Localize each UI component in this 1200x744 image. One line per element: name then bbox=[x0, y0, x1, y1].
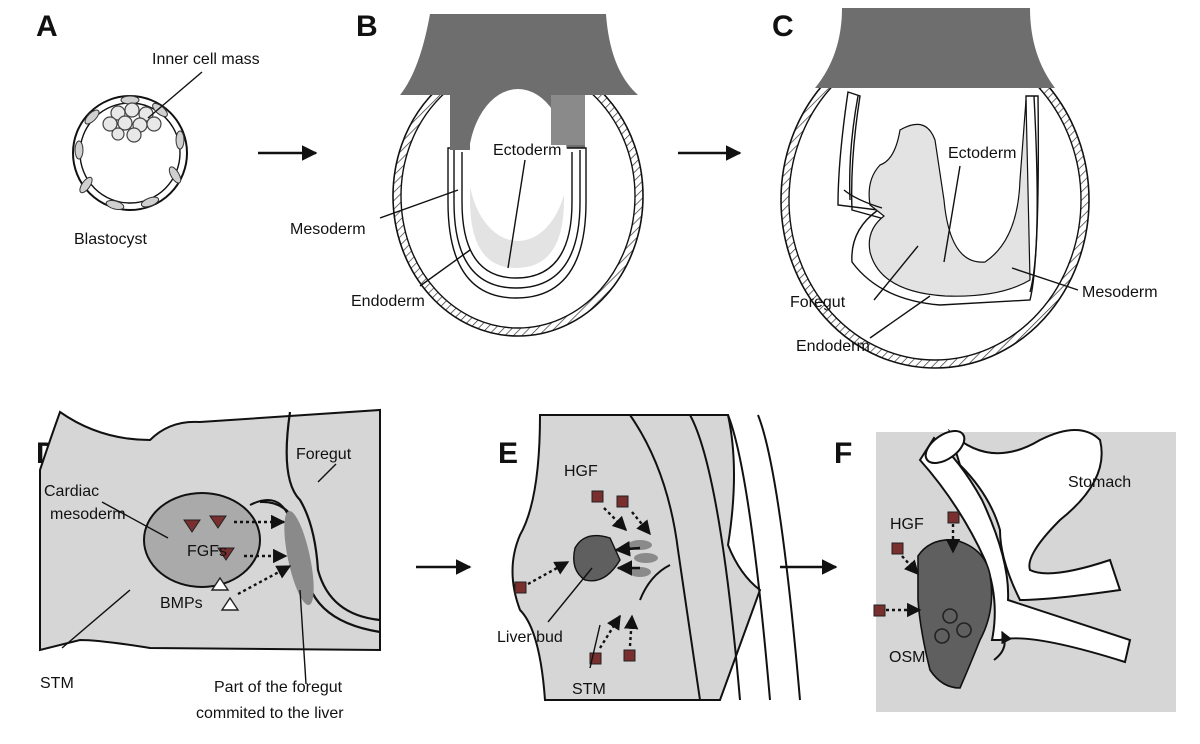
panel-a-letter: A bbox=[36, 10, 58, 43]
panel-f-letter: F bbox=[834, 437, 852, 470]
panel-e-letter: E bbox=[498, 437, 518, 470]
label-f-stomach: Stomach bbox=[1068, 474, 1131, 491]
panel-b-letter: B bbox=[356, 10, 378, 43]
cardiac-mesoderm bbox=[144, 493, 260, 587]
panel-b: B Ectoderm Mesoderm Endoderm bbox=[290, 10, 643, 336]
blastocyst-shape bbox=[73, 96, 187, 211]
label-d-part-line2: commited to the liver bbox=[196, 705, 344, 722]
label-c-mesoderm: Mesoderm bbox=[1082, 284, 1158, 301]
panel-a: A Inner cell mass bbox=[36, 10, 260, 248]
label-d-part-line1: Part of the foregut bbox=[214, 679, 343, 696]
label-e-stm: STM bbox=[572, 681, 606, 698]
label-c-ectoderm: Ectoderm bbox=[948, 145, 1016, 162]
label-blastocyst: Blastocyst bbox=[74, 231, 147, 248]
label-d-fgfs: FGFs bbox=[187, 543, 227, 560]
label-b-endoderm: Endoderm bbox=[351, 293, 425, 310]
label-c-foregut: Foregut bbox=[790, 294, 846, 311]
label-d-stm: STM bbox=[40, 675, 74, 692]
panel-c: C Ectoderm Foregut Mesoderm Endoderm bbox=[772, 8, 1158, 368]
label-d-foregut: Foregut bbox=[296, 446, 352, 463]
label-f-hgf: HGF bbox=[890, 516, 924, 533]
label-d-cardiac-line2: mesoderm bbox=[50, 506, 126, 523]
label-b-mesoderm: Mesoderm bbox=[290, 221, 366, 238]
label-inner-cell-mass: Inner cell mass bbox=[152, 51, 260, 68]
extraembryonic-cap-c bbox=[815, 8, 1055, 88]
label-d-cardiac-line1: Cardiac bbox=[44, 483, 99, 500]
panel-f: F Stomach HGF OSM bbox=[834, 425, 1176, 712]
label-d-bmps: BMPs bbox=[160, 595, 203, 612]
label-b-ectoderm: Ectoderm bbox=[493, 142, 561, 159]
label-e-liver-bud: Liver bud bbox=[497, 629, 563, 646]
label-e-hgf: HGF bbox=[564, 463, 598, 480]
panel-e: E HGF Liver bud bbox=[497, 415, 800, 700]
panel-d: D Foregut Cardiac mesoderm FGFs bbox=[36, 410, 380, 722]
label-f-osm: OSM bbox=[889, 649, 925, 666]
panel-c-letter: C bbox=[772, 10, 794, 43]
label-c-endoderm: Endoderm bbox=[796, 338, 870, 355]
